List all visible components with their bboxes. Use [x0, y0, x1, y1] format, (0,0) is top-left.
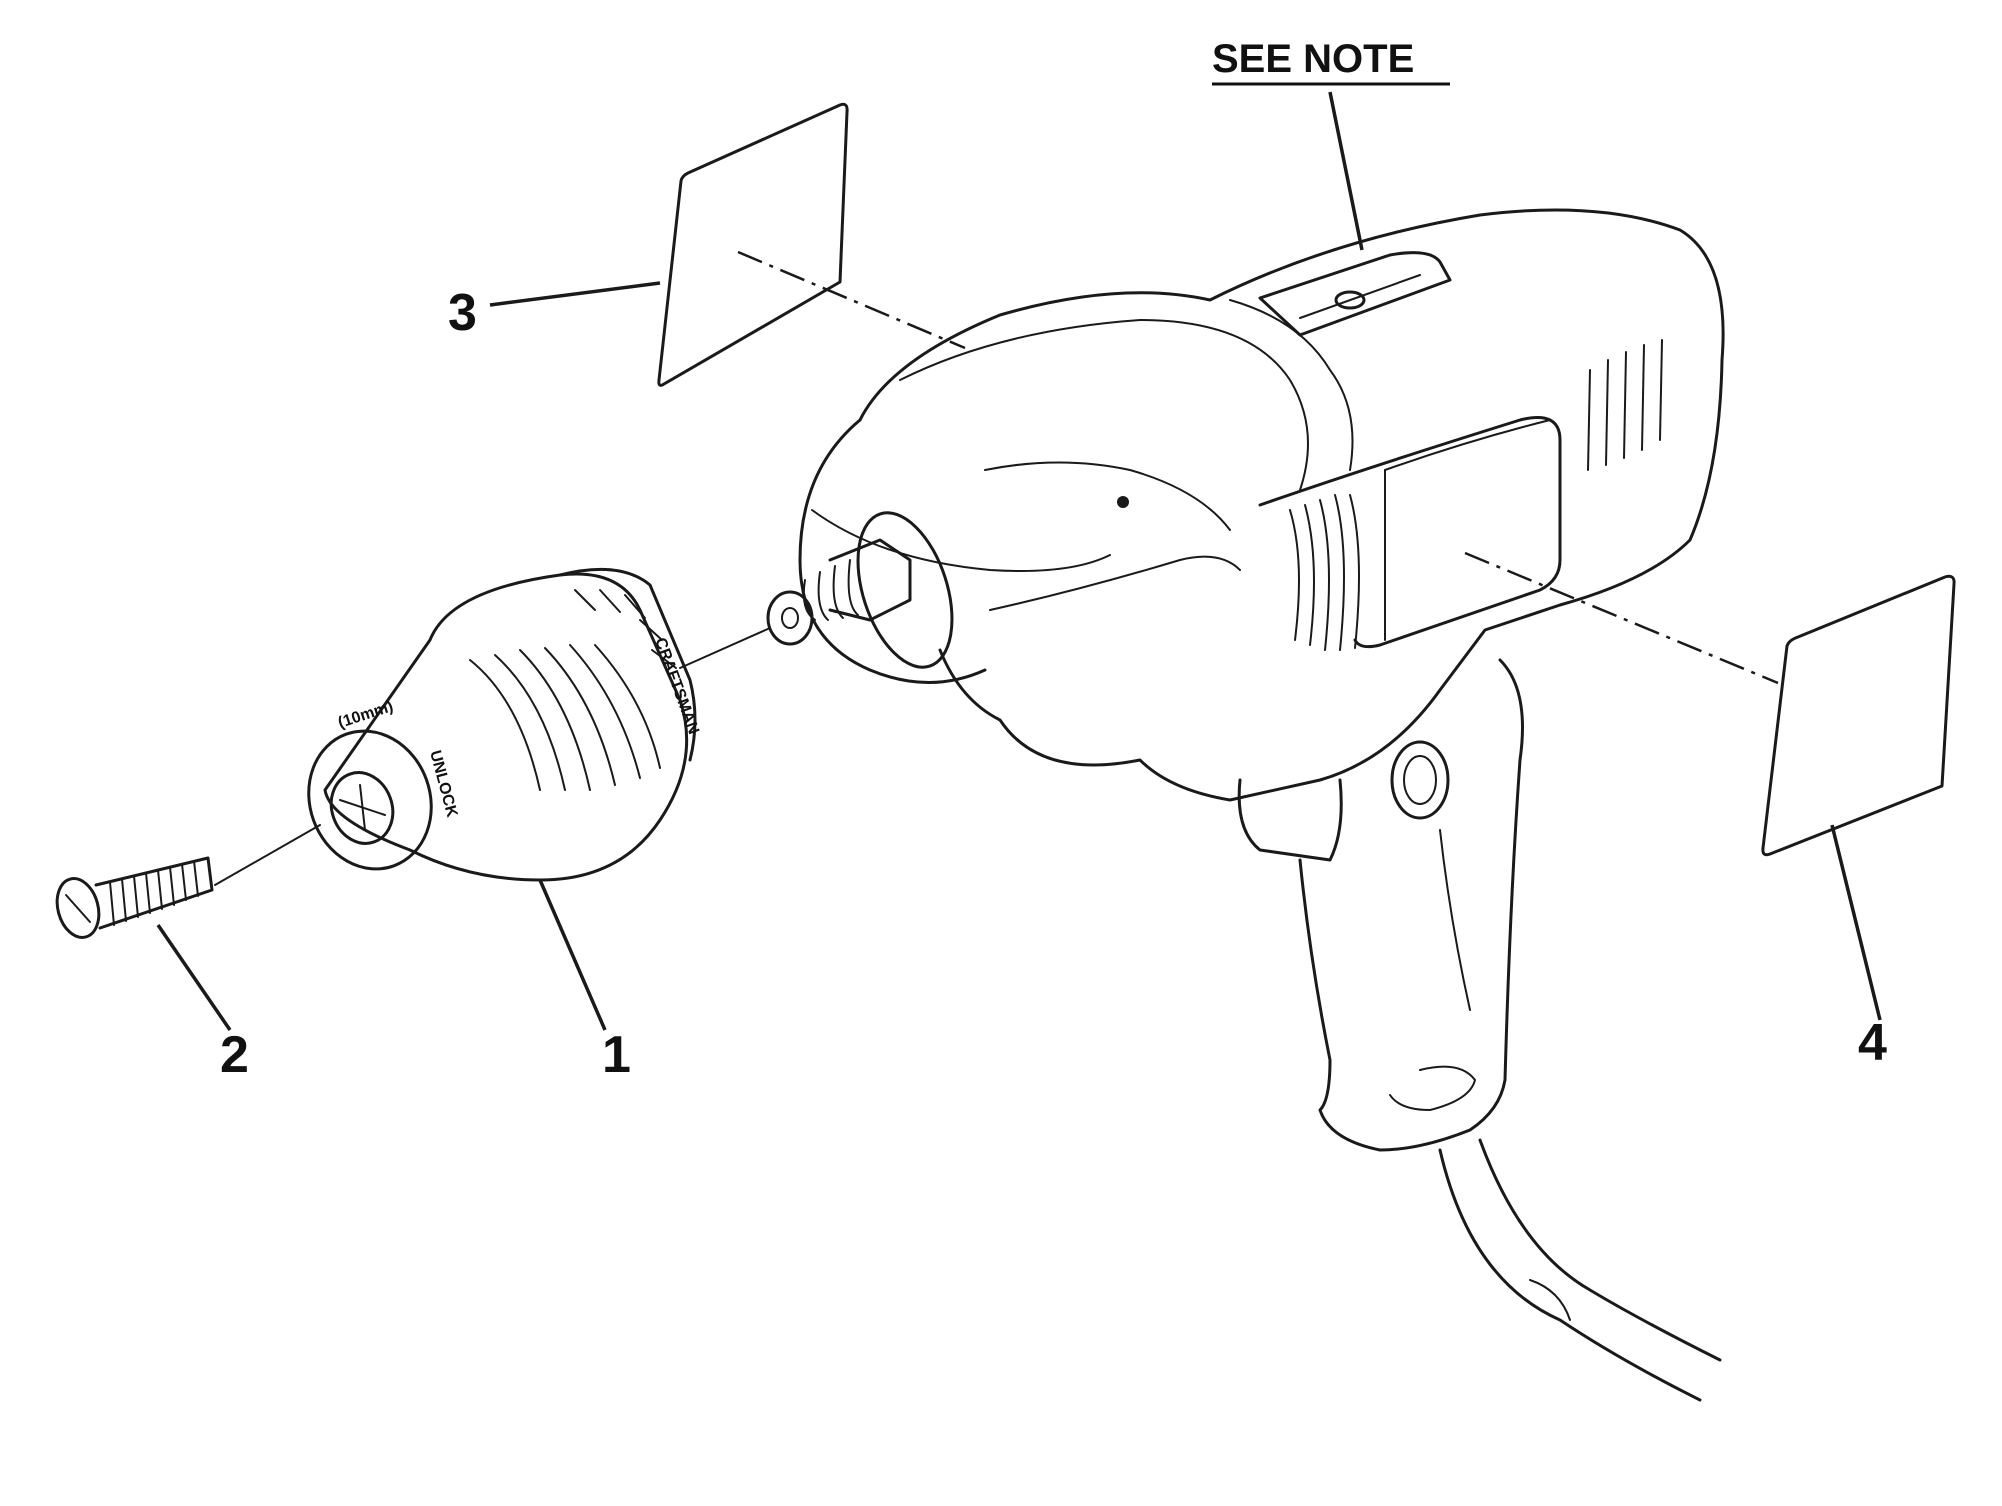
lock-button-outer	[1390, 740, 1450, 820]
chuck-jaws-ring	[329, 771, 395, 845]
see-note-leader	[1328, 91, 1364, 251]
chuck-jaws	[339, 784, 386, 831]
callout-4-label: 4	[1858, 1014, 1887, 1072]
trigger	[1237, 778, 1343, 862]
lock-button-inner	[1403, 755, 1437, 805]
housing-screw-dot	[1117, 496, 1129, 508]
drill-nose-seam	[811, 509, 1111, 572]
power-cord-upper	[1438, 1148, 1702, 1402]
callout-3-label: 3	[448, 284, 477, 342]
see-note-label: SEE NOTE	[1212, 37, 1450, 251]
power-cord-lower	[1478, 1138, 1722, 1362]
housing-seam-motor	[1229, 299, 1354, 471]
housing-seam-lower	[989, 555, 1241, 611]
handle-grip-seam	[1439, 829, 1471, 1011]
spindle-bore	[781, 607, 799, 629]
chuck-part-1: (10mm) UNLOCK CRAFTSMAN	[214, 567, 702, 886]
decal-4-outline	[1761, 574, 1956, 857]
chuck-grip-ribs	[469, 644, 661, 791]
grip-panel-outline	[1258, 416, 1562, 649]
housing-seam-upper	[899, 319, 1309, 491]
callout-2-leader	[156, 924, 232, 1031]
screw-head-slot	[65, 894, 91, 923]
handle-cord-guard	[1389, 1065, 1476, 1111]
cord-strain-relief	[1529, 1279, 1571, 1321]
callout-1-leader	[538, 879, 607, 1031]
screw-head	[55, 877, 101, 939]
drill-nose-outline	[798, 418, 987, 684]
decal-4-centerline	[1464, 551, 1779, 685]
rear-vents	[1587, 339, 1663, 471]
decal-3-outline	[657, 102, 849, 387]
see-note-text: SEE NOTE	[1212, 37, 1414, 81]
front-vents	[1289, 494, 1360, 651]
callout-1: 1	[538, 879, 631, 1084]
chuck-size-marking: (10mm)	[336, 698, 395, 732]
chuck-screw-axis	[214, 824, 321, 886]
drill-housing-outline	[858, 208, 1725, 802]
spindle-body	[828, 538, 912, 622]
screw-threads	[109, 860, 199, 926]
housing-seam-mid	[984, 461, 1231, 531]
spindle-chuck-axis	[679, 627, 771, 669]
direction-switch-knob	[1334, 290, 1366, 310]
direction-switch-housing	[1258, 251, 1452, 337]
callout-2: 2	[156, 924, 249, 1084]
chuck-collar-teeth	[574, 589, 677, 669]
decal-3-centerline	[737, 250, 966, 350]
decal-part-3	[657, 102, 966, 387]
screw-shank	[94, 856, 214, 930]
screw-part-2	[55, 856, 214, 939]
chuck-body-outline	[323, 572, 689, 882]
callout-4-leader	[1830, 824, 1882, 1021]
decal-part-4	[1464, 551, 1956, 857]
chuck-collar	[558, 567, 697, 762]
callout-3-leader	[489, 281, 661, 307]
callout-4: 4	[1830, 824, 1887, 1072]
direction-switch-slot	[1299, 274, 1421, 319]
chuck-nose	[307, 729, 433, 871]
callout-1-label: 1	[602, 1026, 631, 1084]
drill-body	[679, 208, 1725, 1402]
callout-3: 3	[448, 281, 661, 342]
grip-panel-inner	[1384, 419, 1551, 471]
drill-handle-outline	[1298, 658, 1524, 1152]
spindle-tip	[766, 590, 814, 646]
drill-collar-ring	[856, 511, 954, 669]
callout-2-label: 2	[220, 1026, 249, 1084]
